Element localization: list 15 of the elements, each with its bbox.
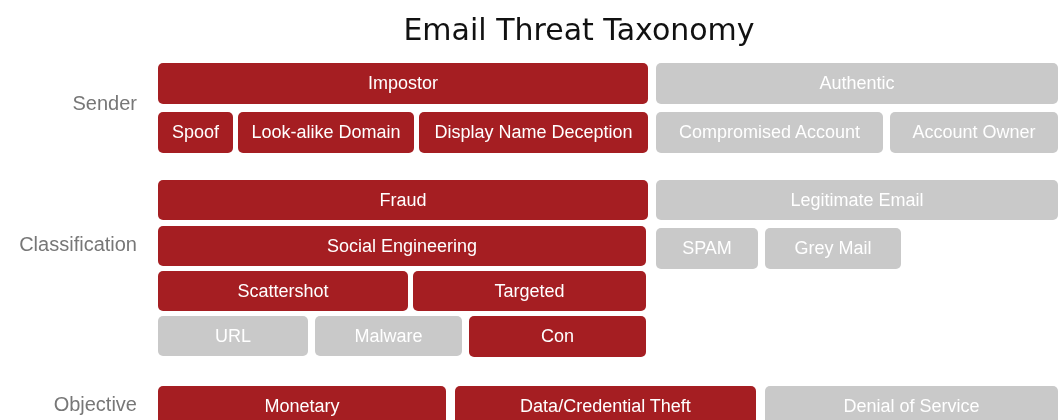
category-box: Con [469,316,646,357]
category-box: Social Engineering [158,226,646,266]
category-box: Look-alike Domain [238,112,414,153]
category-box: Display Name Deception [419,112,648,153]
category-box: Targeted [413,271,646,311]
category-box: Impostor [158,63,648,104]
category-box: Data/Credential Theft [455,386,756,420]
row-label: Classification [18,233,137,256]
category-box: Spoof [158,112,233,153]
category-box: Scattershot [158,271,408,311]
row-label: Sender [71,92,137,115]
diagram-title: Email Threat Taxonomy [402,12,756,47]
category-box: Fraud [158,180,648,220]
category-box: Monetary [158,386,446,420]
row-label: Objective [52,393,137,416]
